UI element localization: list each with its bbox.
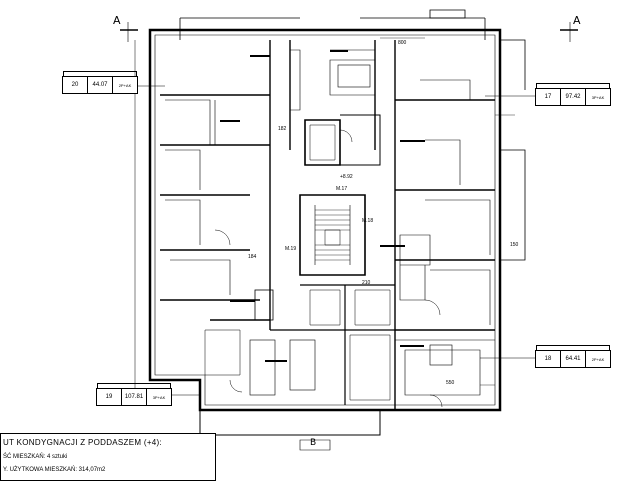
apartment-number: 20 bbox=[63, 77, 88, 93]
legend-apartment-count: ŚĆ MIESZKAŃ: 4 sztuki bbox=[3, 454, 68, 460]
legend-usable-area: Y. UŻYTKOWA MIESZKAŃ: 314,07m2 bbox=[3, 467, 106, 473]
dimension-label: 800 bbox=[398, 40, 407, 46]
legend-title: UT KONDYGNACJI Z PODDASZEM (+4): bbox=[3, 438, 163, 447]
roof-edge bbox=[179, 17, 486, 40]
apartment-area: 64.41 bbox=[561, 351, 586, 367]
apartment-number: 19 bbox=[97, 389, 122, 405]
wall bbox=[269, 40, 396, 410]
stair-core bbox=[299, 194, 366, 276]
section-marker-left: A bbox=[113, 14, 121, 27]
dimension-label: 210 bbox=[362, 280, 371, 286]
balcony bbox=[199, 410, 381, 436]
wall bbox=[395, 99, 495, 331]
apartment-area: 107.81 bbox=[122, 389, 147, 405]
apartment-area: 44.07 bbox=[88, 77, 113, 93]
level-label: M.18 bbox=[362, 218, 373, 224]
floor-summary-legend: UT KONDYGNACJI Z PODDASZEM (+4): ŚĆ MIES… bbox=[0, 433, 216, 481]
section-marker-right: A bbox=[573, 14, 581, 27]
apartment-type: 2P+AK bbox=[118, 82, 132, 88]
apartment-number: 17 bbox=[536, 89, 561, 105]
level-label: +8.92 bbox=[340, 174, 353, 180]
apartment-type: 2P+AK bbox=[591, 356, 605, 362]
apartment-tag: 18 64.41 2P+AK bbox=[535, 345, 611, 368]
apartment-tag: 20 44.07 2P+AK bbox=[62, 71, 138, 94]
level-label: M.19 bbox=[285, 246, 296, 252]
apartment-area: 97.42 bbox=[561, 89, 586, 105]
dimension-label: 150 bbox=[510, 242, 519, 248]
section-line-b bbox=[299, 439, 331, 451]
overhang bbox=[429, 9, 466, 19]
apartment-number: 18 bbox=[536, 351, 561, 367]
inner-outline bbox=[154, 34, 496, 406]
section-marker-bottom: B bbox=[310, 438, 317, 448]
apartment-type: 3P+AK bbox=[152, 394, 166, 400]
dimension-label: 550 bbox=[446, 380, 455, 386]
leader-line bbox=[113, 85, 560, 396]
dimension-label: 184 bbox=[248, 254, 257, 260]
wall bbox=[270, 284, 395, 405]
apartment-tag: 19 107.81 3P+AK bbox=[96, 383, 172, 406]
apartment-type: 3P+AK bbox=[591, 94, 605, 100]
apartment-tag: 17 97.42 3P+AK bbox=[535, 83, 611, 106]
level-label: M.17 bbox=[336, 186, 347, 192]
dimension-label: 182 bbox=[278, 126, 287, 132]
